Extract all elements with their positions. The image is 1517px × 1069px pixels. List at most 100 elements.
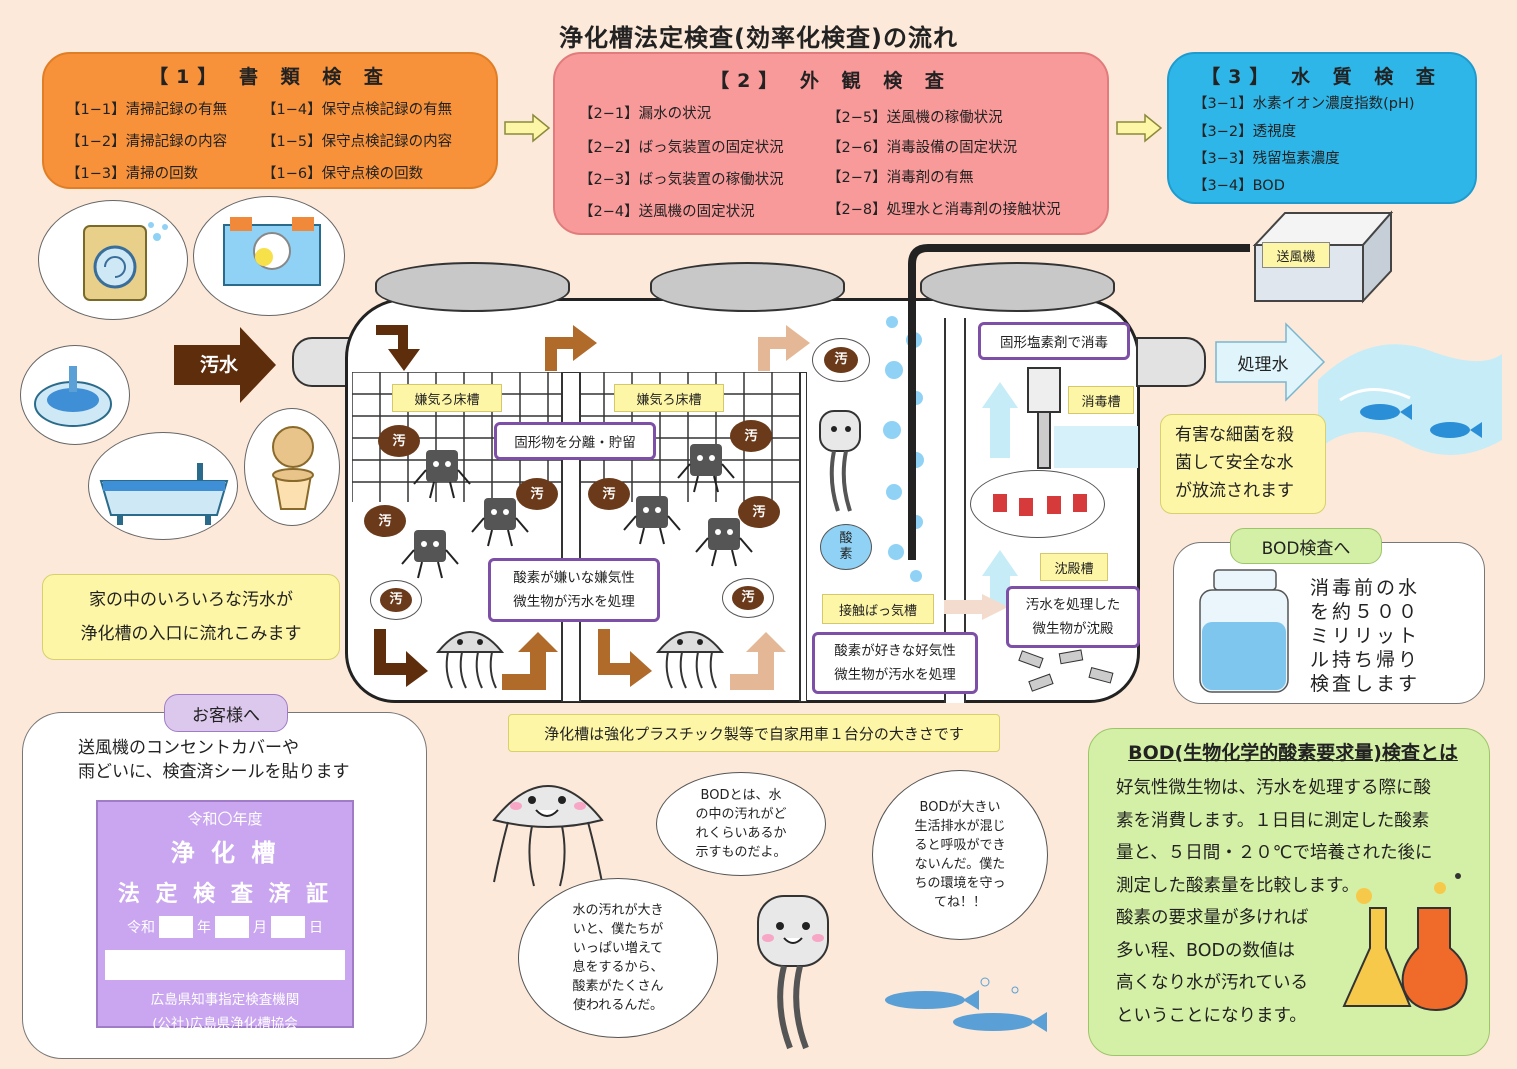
speech-bubble: 汚	[812, 338, 870, 382]
customer-label: お客様へ	[164, 694, 288, 732]
treated-water-arrow-icon	[1215, 322, 1326, 402]
dirt-cloud: 汚	[364, 505, 406, 537]
flow-arrow-icon	[598, 629, 652, 687]
anaerobic-microbe-icon	[677, 444, 735, 493]
washing-machine-icon	[83, 222, 168, 301]
day-blank	[271, 916, 305, 938]
anaerobic-microbe-icon	[401, 530, 459, 579]
sticker-title: 浄 化 槽	[170, 839, 280, 867]
oxygen-usage-bubble: 水の汚れが大き いと、僕たちが いっぱい増えて 息をするから、 酸素がたくさん …	[518, 878, 718, 1038]
river-fish-illustration	[1318, 344, 1502, 455]
washing-machine-illustration	[38, 200, 188, 320]
sink-icon	[34, 366, 112, 427]
water-quality-inspection-box: 【3】 水 質 検 査 【3−1】水素イオン濃度指数(pH) 【3−2】透視度 …	[1167, 52, 1477, 204]
dishwashing-illustration	[193, 196, 345, 316]
bod-explanation-bubble: BODとは、水 の中の汚れがど れくらいあるか 示すものだよ。	[656, 772, 826, 876]
anaerobic-microbe-note: 酸素が嫌いな嫌気性 微生物が汚水を処理	[488, 558, 660, 622]
section1-item: 【1−6】保守点検の回数	[262, 166, 424, 182]
section1-item: 【1−1】清掃記録の有無	[66, 102, 228, 118]
oxygen-bubble: 酸 素	[820, 524, 872, 570]
bod-check-text: 消毒前の水 を約５００ ミリリット ル持ち帰り 検査します	[1310, 577, 1421, 695]
environment-bubble: BODが大きい 生活排水が混じ ると呼吸ができ ないんだ。僕た ちの環境を守っ …	[872, 770, 1048, 940]
dish-icon	[223, 217, 321, 286]
settled-microbes-icon	[1018, 649, 1114, 692]
section2-item: 【2−3】ばっ気装置の稼働状況	[579, 172, 784, 188]
section2-item: 【2−5】送風機の稼働状況	[827, 110, 1003, 126]
anaerobic-microbe-icon	[695, 518, 753, 567]
sticker-year: 令和〇年度	[187, 810, 263, 828]
sample-bottle-icon	[1199, 569, 1289, 693]
chlorine-label: 固形塩素剤で消毒	[978, 322, 1130, 360]
flow-arrow-icon	[758, 325, 810, 371]
sticker-tsuki: 月	[253, 920, 267, 936]
air-pipe	[908, 244, 1250, 560]
sticker-blank-field	[105, 950, 345, 980]
sticker-reiwa: 令和	[127, 920, 155, 936]
speech-bubble: 汚	[370, 580, 422, 620]
anaerobic-microbe-icon	[471, 498, 529, 547]
anaerobic-microbe-icon	[623, 496, 681, 545]
sediment-note: 汚水を処理した 微生物が沈殿	[1006, 586, 1140, 648]
aerobic-microbe-icon	[819, 410, 861, 512]
worm-character-icon	[757, 895, 829, 1050]
document-inspection-box: 【1】 書 類 検 査 【1−1】清掃記録の有無 【1−2】清掃記録の内容 【1…	[42, 52, 498, 189]
bathtub-illustration	[88, 432, 238, 540]
section2-item: 【2−2】ばっ気装置の固定状況	[579, 140, 784, 156]
section2-item: 【2−4】送風機の固定状況	[579, 204, 755, 220]
sink-illustration	[20, 345, 130, 445]
microbe-jellyfish-icon	[435, 631, 505, 689]
dirt-cloud: 汚	[730, 420, 772, 452]
section2-item: 【2−8】処理水と消毒剤の接触状況	[827, 202, 1061, 218]
sedimentation-tank-label: 沈殿槽	[1040, 553, 1108, 581]
jellyfish-character-icon	[492, 785, 604, 887]
wastewater-label: 汚水	[199, 354, 238, 376]
bod-explanation-text: 好気性微生物は、汚水を処理する際に酸 素を消費します。１日目に測定した酸素 量と…	[1116, 778, 1433, 1026]
sticker-org1: 広島県知事指定検査機関	[150, 992, 300, 1008]
dirt-cloud: 汚	[732, 586, 764, 610]
red-microbe-icon	[992, 494, 1087, 516]
anaerobic-microbe-icon	[413, 450, 471, 499]
bathtub-icon	[99, 463, 229, 525]
safe-water-note: 有害な細菌を殺 菌して安全な水 が放流されます	[1160, 414, 1326, 514]
fish-icon	[1430, 422, 1470, 438]
section1-item: 【1−5】保守点検記録の内容	[262, 134, 453, 150]
section2-item: 【2−1】漏水の状況	[579, 106, 712, 122]
section2-heading: 【2】 外 観 検 査	[710, 70, 952, 92]
section2-item: 【2−7】消毒剤の有無	[827, 170, 974, 186]
anaerobic-tank-label: 嫌気ろ床槽	[614, 384, 724, 412]
blower-label: 送風機	[1262, 242, 1330, 268]
appearance-inspection-box: 【2】 外 観 検 査 【2−1】漏水の状況 【2−2】ばっ気装置の固定状況 【…	[553, 52, 1109, 235]
tank-lid	[650, 262, 845, 312]
disinfection-tank-label: 消毒槽	[1068, 386, 1134, 414]
inspection-sticker: 令和〇年度 浄 化 槽 法 定 検 査 済 証 令和 年 月 日 広島県知事指定…	[96, 800, 354, 1032]
flow-arrow-icon	[1116, 113, 1163, 143]
flow-arrow-icon	[504, 113, 551, 143]
dirt-cloud: 汚	[588, 478, 630, 510]
toilet-icon	[272, 426, 314, 510]
microbe-jellyfish-icon	[655, 631, 725, 689]
section1-item: 【1−2】清掃記録の内容	[66, 134, 228, 150]
sticker-nen: 年	[197, 920, 211, 936]
section1-item: 【1−4】保守点検記録の有無	[262, 102, 453, 118]
section1-heading: 【1】 書 類 検 査	[149, 66, 391, 88]
section3-item: 【3−2】透視度	[1193, 124, 1297, 140]
section3-heading: 【3】 水 質 検 査	[1201, 66, 1443, 88]
section2-item: 【2−6】消毒設備の固定状況	[827, 140, 1018, 156]
fish-icon	[1360, 404, 1400, 420]
bod-explanation-heading: BOD(生物化学的酸素要求量)検査とは	[1128, 742, 1458, 764]
sediment-speech-bubble	[970, 470, 1105, 538]
tank-size-note: 浄化槽は強化プラスチック製等で自家用車１台分の大きさです	[508, 714, 1000, 752]
chlorine-tablet-icon	[1027, 367, 1138, 469]
dirt-cloud: 汚	[516, 478, 558, 510]
year-blank	[159, 916, 193, 938]
sticker-subtitle: 法 定 検 査 済 証	[117, 882, 333, 907]
month-blank	[215, 916, 249, 938]
section1-item: 【1−3】清掃の回数	[66, 166, 199, 182]
flow-arrow-icon	[374, 629, 428, 687]
flow-arrow-icon	[730, 632, 786, 690]
tank-lid	[375, 262, 570, 312]
up-arrow-icon	[982, 382, 1018, 458]
household-wastewater-note: 家の中のいろいろな汚水が 浄化槽の入口に流れこみます	[42, 574, 340, 660]
toilet-illustration	[244, 408, 340, 526]
